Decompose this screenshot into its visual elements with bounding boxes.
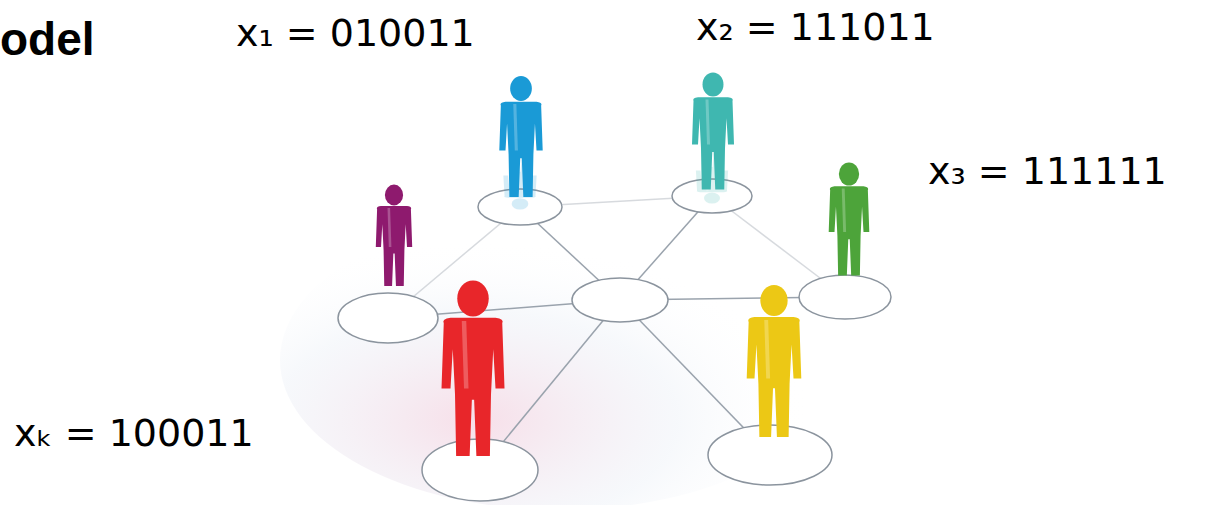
bit-string-label: x₃ = 111111 (928, 152, 1167, 190)
bit-string-label: x₂ = 111011 (696, 8, 935, 46)
slide-heading: odel (0, 16, 95, 62)
bit-string-label: xₖ = 100011 (14, 414, 254, 452)
bit-string-label: x₁ = 010011 (236, 14, 475, 52)
